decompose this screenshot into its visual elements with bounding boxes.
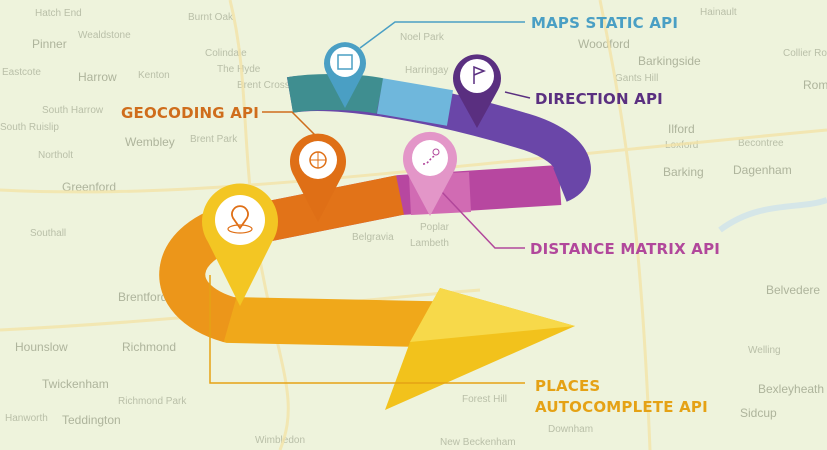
map-place-label: South Ruislip — [0, 122, 59, 133]
map-place-label: Hatch End — [35, 8, 82, 19]
map-place-label: Northolt — [38, 150, 74, 161]
map-place-label: Bexleyheath — [758, 382, 825, 396]
map-place-label: Harrow — [78, 70, 117, 84]
pin-places-autocomplete[interactable] — [202, 183, 278, 306]
map-place-label: Rom — [803, 78, 827, 92]
map-place-label: New Beckenham — [440, 437, 516, 448]
label-distance-matrix-api: DISTANCE MATRIX API — [530, 240, 720, 258]
map-place-label: Eastcote — [2, 67, 41, 78]
map-place-label: Barking — [663, 165, 704, 179]
map-place-label: Brent Cross — [237, 80, 290, 91]
map-place-label: Woodford — [578, 37, 630, 51]
map-icon — [337, 54, 353, 70]
leader-lines — [209, 21, 531, 384]
map-place-label: Kenton — [138, 70, 170, 81]
map-place-label: Burnt Oak — [188, 12, 234, 23]
map-place-label: Poplar — [420, 222, 449, 233]
map-place-label: Belgravia — [352, 232, 394, 243]
label-geocoding-api: GEOCODING API — [121, 104, 259, 122]
map-place-label: Teddington — [62, 413, 121, 427]
map-place-label: Brent Park — [190, 134, 238, 145]
map-place-label: Barkingside — [638, 54, 701, 68]
label-direction-api: DIRECTION API — [535, 90, 663, 108]
map-place-label: Belvedere — [766, 283, 821, 297]
pin-direction[interactable] — [453, 54, 501, 128]
pin-distance-matrix[interactable] — [403, 131, 457, 216]
map-place-label: Southall — [30, 228, 67, 239]
map-place-label: Sidcup — [740, 406, 777, 420]
map-place-label: Hanworth — [5, 413, 48, 424]
map-place-label: Colindale — [205, 48, 247, 59]
flag-icon — [473, 65, 487, 84]
label-places-autocomplete-api: PLACES AUTOCOMPLETE API — [535, 376, 708, 418]
location-pin-icon — [231, 205, 249, 230]
api-label: PLACES — [535, 377, 601, 395]
map-place-label: Wimbledon — [255, 435, 306, 446]
map-place-label: Pinner — [32, 37, 67, 51]
api-label-line2: AUTOCOMPLETE API — [535, 398, 708, 416]
map-place-label: The Hyde — [217, 64, 261, 75]
map-place-label: Harringay — [405, 65, 449, 76]
pin-geocoding[interactable] — [290, 133, 346, 222]
map-place-label: Welling — [748, 345, 781, 356]
label-maps-static-api: MAPS STATIC API — [531, 14, 678, 32]
api-label: DIRECTION API — [535, 90, 663, 108]
api-label: DISTANCE MATRIX API — [530, 240, 721, 258]
map-place-label: South Harrow — [42, 105, 104, 116]
map-place-label: Ilford — [668, 122, 695, 136]
map-place-label: Dagenham — [733, 163, 792, 177]
map-place-label: Hounslow — [15, 340, 68, 354]
map-place-label: Twickenham — [42, 377, 109, 391]
map-place-label: Becontree — [738, 138, 784, 149]
api-label: MAPS STATIC API — [531, 14, 679, 32]
map-place-label: Wealdstone — [78, 30, 131, 41]
api-label: GEOCODING API — [121, 104, 259, 122]
map-place-label: Richmond Park — [118, 396, 187, 407]
map-place-label: Forest Hill — [462, 394, 508, 405]
map-place-label: Brentford — [118, 290, 168, 304]
map-place-label: Richmond — [122, 340, 177, 354]
pin-maps-static[interactable] — [324, 42, 366, 108]
map-place-label: Hainault — [700, 7, 737, 18]
map-place-label: Gants Hill — [615, 73, 659, 84]
map-place-label: Lambeth — [410, 238, 449, 249]
map-place-label: Wembley — [125, 135, 175, 149]
route-icon — [422, 155, 437, 165]
map-place-label: Collier Ro — [783, 48, 827, 59]
map-place-label: Noel Park — [400, 32, 444, 43]
map-place-label: Downham — [548, 424, 594, 435]
